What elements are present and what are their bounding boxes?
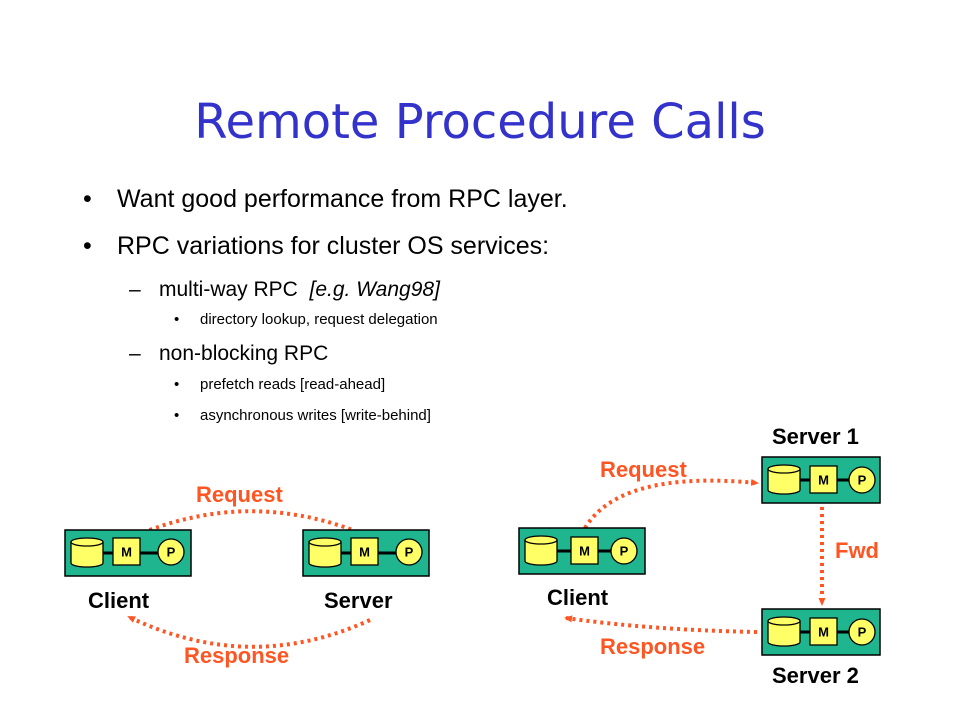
processor-circle xyxy=(848,466,876,494)
client-node: M P xyxy=(518,527,646,575)
bullet-marker: • xyxy=(174,376,180,393)
disk-icon xyxy=(70,541,104,568)
client-label: Client xyxy=(547,585,609,610)
request-label: Request xyxy=(196,482,283,507)
response-label: Response xyxy=(184,643,289,668)
response-label: Response xyxy=(600,634,705,659)
bullet-marker: • xyxy=(174,311,180,328)
memory-box xyxy=(570,536,599,565)
memory-box xyxy=(809,617,838,646)
bullet-text: RPC variations for cluster OS services: xyxy=(117,232,550,260)
processor-circle xyxy=(395,538,423,566)
processor-label: P xyxy=(620,544,629,559)
disk-icon xyxy=(308,541,342,568)
processor-label: P xyxy=(858,473,867,488)
sub-bullet-item: – multi-way RPC [e.g. Wang98] xyxy=(129,278,440,302)
server-label: Server xyxy=(324,588,393,613)
processor-circle xyxy=(848,618,876,646)
sub-sub-bullet-item: • asynchronous writes [write-behind] xyxy=(174,407,431,424)
memory-box xyxy=(809,465,838,494)
disk-icon xyxy=(767,620,801,647)
bullet-text: multi-way RPC xyxy=(159,278,298,301)
bullet-text: directory lookup, request delegation xyxy=(200,311,438,328)
citation-text: [e.g. Wang98] xyxy=(309,278,440,301)
processor-circle xyxy=(610,537,638,565)
disk-icon xyxy=(767,468,801,495)
memory-label: M xyxy=(579,544,590,559)
processor-label: P xyxy=(405,545,414,560)
client-label: Client xyxy=(88,588,150,613)
processor-label: P xyxy=(858,625,867,640)
bullet-item: • RPC variations for cluster OS services… xyxy=(83,232,550,261)
server2-label: Server 2 xyxy=(772,663,859,688)
bullet-marker: • xyxy=(174,407,180,424)
memory-label: M xyxy=(121,545,132,560)
memory-label: M xyxy=(818,625,829,640)
memory-box xyxy=(350,537,379,566)
bullet-text: prefetch reads [read-ahead] xyxy=(200,376,386,393)
bullet-marker: • xyxy=(83,232,92,260)
memory-label: M xyxy=(818,473,829,488)
server-node: M P xyxy=(302,529,430,577)
slide-title: Remote Procedure Calls xyxy=(194,94,766,150)
response-arrow xyxy=(564,615,758,634)
bullet-text: Want good performance from RPC layer. xyxy=(117,185,568,213)
server1-node: M P xyxy=(761,456,881,504)
forward-label: Fwd xyxy=(835,538,879,563)
memory-box xyxy=(112,537,141,566)
sub-sub-bullet-item: • directory lookup, request delegation xyxy=(174,311,438,328)
server1-label: Server 1 xyxy=(772,424,859,449)
request-arrow xyxy=(583,478,759,530)
processor-circle xyxy=(157,538,185,566)
sub-bullet-item: – non-blocking RPC xyxy=(129,342,329,366)
disk-icon xyxy=(524,539,558,566)
sub-sub-bullet-item: • prefetch reads [read-ahead] xyxy=(174,376,386,393)
bullet-item: • Want good performance from RPC layer. xyxy=(83,185,568,214)
request-label: Request xyxy=(600,457,687,482)
bullet-marker: • xyxy=(83,185,92,213)
bullet-text: non-blocking RPC xyxy=(159,342,329,365)
server2-node: M P xyxy=(761,608,881,656)
dash-marker: – xyxy=(129,342,141,365)
dash-marker: – xyxy=(129,278,141,301)
memory-label: M xyxy=(359,545,370,560)
bullet-text: asynchronous writes [write-behind] xyxy=(200,407,431,424)
processor-label: P xyxy=(167,545,176,560)
client-node: M P xyxy=(64,529,192,577)
